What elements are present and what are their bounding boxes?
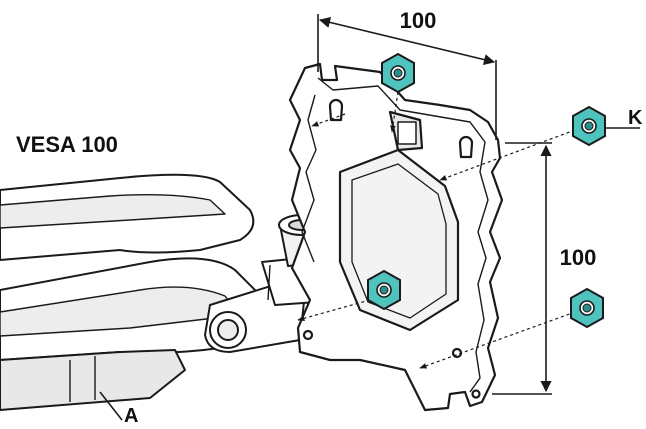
vertical-dimension-label: 100 bbox=[560, 245, 597, 270]
vesa-plate bbox=[288, 62, 504, 412]
horizontal-dimension-line bbox=[318, 16, 496, 66]
hex-nut-icon bbox=[381, 52, 415, 94]
screw-guide-lines bbox=[297, 91, 576, 369]
horizontal-dimension-label: 100 bbox=[400, 8, 437, 33]
plate-inner-edge bbox=[301, 77, 489, 393]
dimension-lines bbox=[99, 14, 640, 421]
vesa-title: VESA 100 bbox=[16, 132, 118, 157]
keyhole-slot-top-right bbox=[458, 135, 474, 159]
mount-hole-bottom-left bbox=[302, 329, 314, 341]
guide-nut-mid bbox=[297, 299, 371, 322]
mount-hole-bottom-center bbox=[471, 389, 481, 399]
keyhole-slot-top-left bbox=[328, 98, 344, 122]
a-leader-line bbox=[99, 391, 123, 421]
hex-nut-icon bbox=[570, 287, 604, 329]
arm-upper-shade bbox=[0, 193, 226, 229]
arm-bottom-ridge bbox=[69, 356, 96, 402]
arm-bottom-part bbox=[0, 349, 186, 411]
part-label-k: K bbox=[628, 107, 643, 129]
hex-nut-icon bbox=[367, 269, 401, 311]
hex-nut-icon bbox=[572, 105, 606, 147]
part-label-a: A bbox=[124, 405, 138, 427]
guide-nut-top bbox=[390, 91, 399, 133]
